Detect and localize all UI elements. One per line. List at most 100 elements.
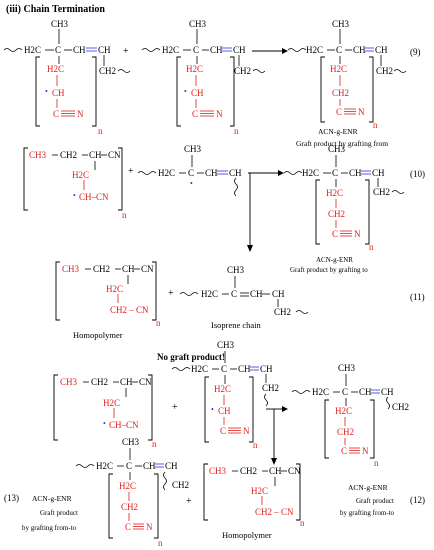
svg-text:CH3: CH3 xyxy=(60,377,78,387)
atom-n: N xyxy=(77,109,84,119)
svg-text:H2C: H2C xyxy=(158,168,175,178)
atom-c: C xyxy=(53,109,59,119)
row1-product: H2C C CH3 CH CH CH2 H2C CH2 C N n (9) AC… xyxy=(287,19,421,148)
homopolymer-label: Homopolymer xyxy=(73,330,123,340)
product-description: Graft product by grafting from xyxy=(296,139,388,148)
svg-text:C: C xyxy=(193,45,199,55)
polymer-chain-wavy xyxy=(117,69,131,73)
svg-text:C: C xyxy=(336,45,342,55)
svg-text:n: n xyxy=(122,210,127,220)
eq-number-11: (11) xyxy=(410,292,425,302)
svg-text:CH–CN: CH–CN xyxy=(79,192,109,202)
plus-sign: + xyxy=(168,288,174,299)
svg-text:CH2: CH2 xyxy=(328,209,345,219)
eq-number-10: (10) xyxy=(410,169,425,179)
svg-text:CH: CH xyxy=(375,45,388,55)
svg-text:N: N xyxy=(358,107,365,117)
svg-text:H2C: H2C xyxy=(106,284,123,294)
svg-text:H2C: H2C xyxy=(96,461,113,471)
svg-text:CH–CN: CH–CN xyxy=(109,420,139,430)
row2-product: H2C C CH3 CH CH CH2 H2C CH2 C N n (10) A… xyxy=(283,144,425,274)
svg-text:CH3: CH3 xyxy=(227,265,245,275)
product-description: by grafting from-to xyxy=(340,509,395,517)
product-name: ACN-g-ENR xyxy=(316,256,353,264)
row3-isoprene-chain: H2C C CH3 CH CH CH2 Isoprene chain xyxy=(179,265,309,330)
svg-text:CH: CH xyxy=(143,461,156,471)
svg-text:CH: CH xyxy=(205,168,218,178)
svg-text:CH3: CH3 xyxy=(29,150,47,160)
svg-text:H2C: H2C xyxy=(119,481,136,491)
product-name: ACN-g-ENR xyxy=(318,127,358,136)
atom-ch3: CH3 xyxy=(51,19,69,29)
atom-ch2: CH2 xyxy=(99,66,116,76)
svg-text:•: • xyxy=(103,419,106,428)
svg-text:C: C xyxy=(332,229,338,239)
svg-text:CH: CH xyxy=(353,45,366,55)
row4-isoprene-radical: H2C C CH3 CH CH CH2 H2C • CH C N n xyxy=(171,340,279,450)
svg-text:CH: CH xyxy=(191,88,204,98)
atom-h2c: H2C xyxy=(47,64,64,74)
svg-text:CH3: CH3 xyxy=(328,144,346,154)
svg-text:CH: CH xyxy=(269,466,282,476)
svg-text:CH2: CH2 xyxy=(373,187,390,197)
atom-ch: CH xyxy=(73,45,86,55)
svg-text:C: C xyxy=(220,426,226,436)
product-name: ACN-g-ENR xyxy=(348,483,388,492)
svg-text:C: C xyxy=(342,387,348,397)
svg-text:CH3: CH3 xyxy=(338,363,356,373)
svg-text:CH3: CH3 xyxy=(332,19,350,29)
svg-text:CH2: CH2 xyxy=(172,480,189,490)
svg-text:CH: CH xyxy=(381,387,394,397)
row5-homopolymer: CH3 CH2 CH CN H2C CH2 – CN n Homopolymer xyxy=(203,463,305,540)
svg-text:n: n xyxy=(156,318,161,328)
eq-number-9: (9) xyxy=(410,47,421,57)
svg-text:CH: CH xyxy=(238,364,251,374)
row5-product: H2C C CH3 CH CH CH2 H2C CH2 C N n (13) A… xyxy=(4,437,189,548)
svg-text:CH2: CH2 xyxy=(337,427,354,437)
svg-text:CH2: CH2 xyxy=(60,150,77,160)
svg-text:N: N xyxy=(354,229,361,239)
svg-text:CH: CH xyxy=(272,289,285,299)
svg-text:CH2 – CN: CH2 – CN xyxy=(255,507,294,517)
svg-text:CH3: CH3 xyxy=(217,340,235,350)
svg-text:CH3: CH3 xyxy=(209,466,227,476)
radical-dot: • xyxy=(45,87,48,96)
svg-text:C: C xyxy=(192,109,198,119)
svg-text:CH2: CH2 xyxy=(392,402,409,412)
product-description: Graft product xyxy=(356,497,394,505)
product-description: Graft product xyxy=(40,509,78,517)
svg-text:n: n xyxy=(253,440,258,450)
svg-text:CH3: CH3 xyxy=(62,264,80,274)
svg-text:H2C: H2C xyxy=(186,64,203,74)
svg-text:CH2: CH2 xyxy=(234,66,251,76)
svg-text:n: n xyxy=(369,242,374,252)
svg-text:CH: CH xyxy=(165,461,178,471)
svg-text:CN: CN xyxy=(288,466,301,476)
svg-text:C: C xyxy=(221,364,227,374)
svg-text:N: N xyxy=(216,109,223,119)
svg-text:H2C: H2C xyxy=(251,486,268,496)
svg-text:CH3: CH3 xyxy=(184,144,202,154)
svg-text:H2C: H2C xyxy=(326,188,343,198)
row4-product: H2C C CH3 CH CH CH2 H2C CH2 C N n ACN-g-… xyxy=(291,363,425,517)
svg-text:CH: CH xyxy=(250,289,263,299)
svg-text:H2C: H2C xyxy=(191,364,208,374)
svg-text:CH2: CH2 xyxy=(121,502,138,512)
svg-text:H2C: H2C xyxy=(214,384,231,394)
svg-text:C: C xyxy=(332,168,338,178)
svg-text:CH2: CH2 xyxy=(332,88,349,98)
svg-text:N: N xyxy=(243,426,250,436)
svg-text:n: n xyxy=(373,120,378,130)
polymer-chain-wavy xyxy=(3,48,23,52)
svg-text:CH2: CH2 xyxy=(240,466,257,476)
svg-text:CH: CH xyxy=(260,364,273,374)
svg-text:CH3: CH3 xyxy=(189,19,207,29)
eq-number-13: (13) xyxy=(4,493,19,503)
homopolymer-label: Homopolymer xyxy=(222,530,272,540)
svg-text:CH: CH xyxy=(122,264,135,274)
subscript-n: n xyxy=(98,126,103,136)
svg-text:N: N xyxy=(146,522,153,532)
svg-text:H2C: H2C xyxy=(306,45,323,55)
svg-text:CN: CN xyxy=(139,377,152,387)
product-description: Graft product by grafting to xyxy=(290,266,368,274)
